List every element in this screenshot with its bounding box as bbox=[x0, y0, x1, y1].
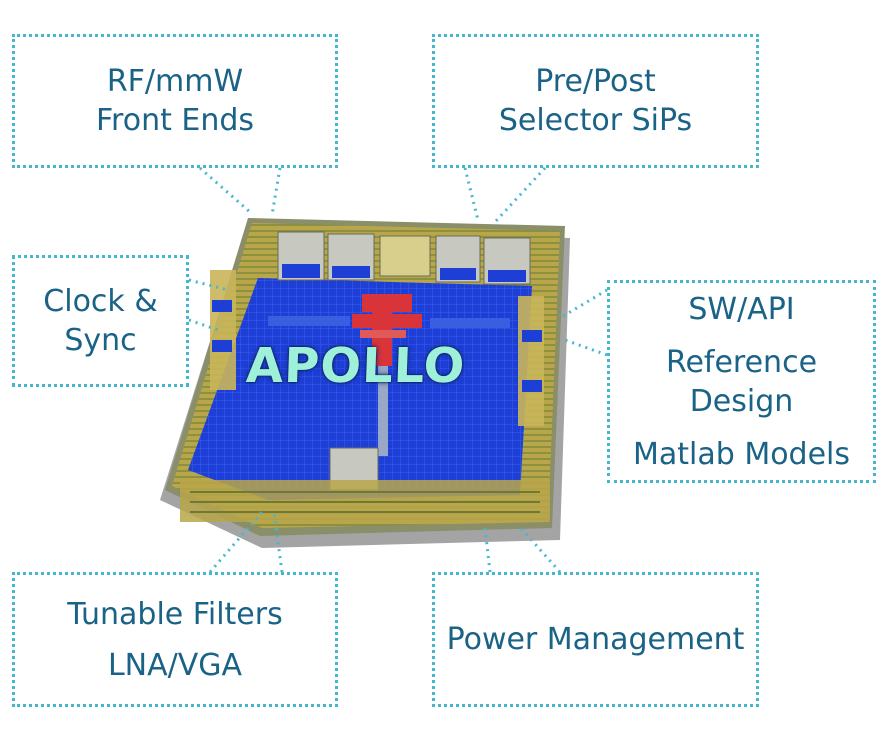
chip-core bbox=[188, 278, 532, 500]
callout-clock-line-2: Sync bbox=[64, 323, 137, 358]
connector-clock bbox=[188, 278, 229, 332]
callout-tun-line-2: LNA/VGA bbox=[107, 647, 243, 683]
callout-power-management: Power Management bbox=[432, 572, 759, 707]
callout-tunable-filters: Tunable Filters LNA/VGA bbox=[12, 572, 338, 707]
callout-sw-line-2: Reference bbox=[665, 344, 818, 380]
callout-sw-line-4: Matlab Models bbox=[632, 436, 851, 472]
connector-pre bbox=[463, 166, 547, 224]
callout-clock-sync: Clock & Sync bbox=[12, 255, 189, 387]
connector-sw bbox=[559, 288, 608, 357]
connector-pm bbox=[483, 524, 562, 573]
chip-name-label: APOLLO bbox=[245, 338, 467, 394]
chip-bottom-pads bbox=[180, 480, 550, 522]
callout-clock-line-1: Clock & bbox=[43, 284, 158, 319]
chip-core-logic bbox=[268, 294, 510, 491]
connector-tun bbox=[208, 511, 284, 573]
callout-pre-post-selector: Pre/Post Selector SiPs bbox=[432, 34, 759, 168]
chip-top-blocks bbox=[277, 231, 531, 285]
callout-pre-line-1: Pre/Post bbox=[535, 64, 656, 99]
callout-pm-line-1: Power Management bbox=[446, 622, 745, 657]
callout-pre-line-2: Selector SiPs bbox=[498, 103, 693, 138]
callout-software: SW/API Reference Design Matlab Models bbox=[607, 280, 876, 483]
callout-rf-line-2: Front Ends bbox=[95, 103, 255, 138]
callout-rf-front-ends: RF/mmW Front Ends bbox=[12, 34, 338, 168]
connector-lines bbox=[188, 166, 608, 573]
connector-rf bbox=[199, 166, 282, 216]
callout-tun-line-1: Tunable Filters bbox=[67, 596, 283, 632]
callout-sw-line-3: Design bbox=[689, 383, 794, 419]
callout-rf-line-1: RF/mmW bbox=[106, 64, 244, 99]
callout-sw-line-1: SW/API bbox=[688, 291, 795, 327]
